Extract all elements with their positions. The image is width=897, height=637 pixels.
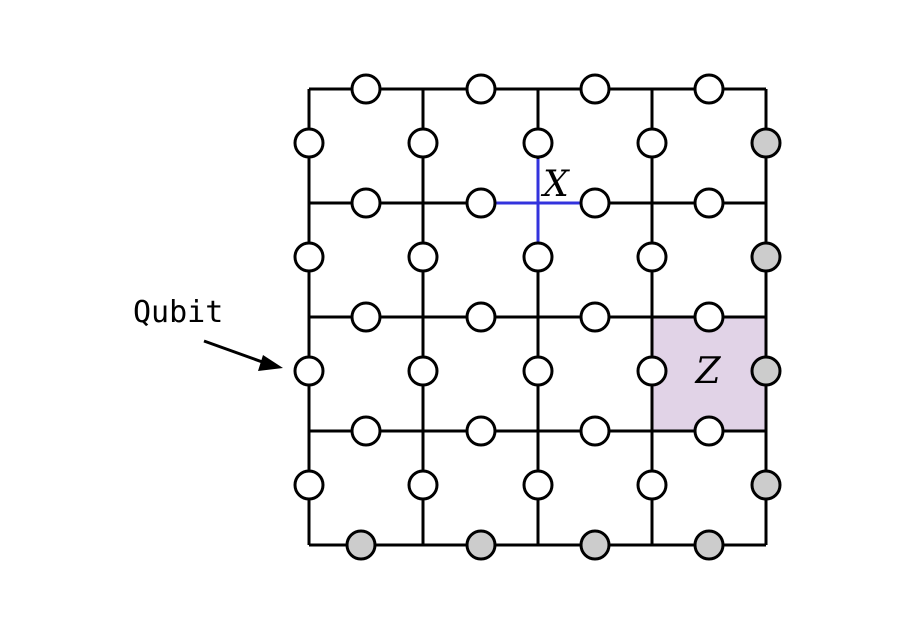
qubit: [465, 73, 497, 105]
qubit: [522, 469, 554, 501]
qubit-layer: [293, 73, 782, 561]
qubit: [407, 355, 439, 387]
qubit: [350, 301, 382, 333]
qubit: [293, 241, 325, 273]
qubit: [465, 301, 497, 333]
arrow-line: [203, 339, 269, 366]
qubit-label: Qubit: [133, 295, 224, 330]
arrow-head: [258, 355, 283, 371]
boundary-qubit: [693, 529, 725, 561]
qubit: [350, 187, 382, 219]
qubit: [293, 355, 325, 387]
qubit: [579, 301, 611, 333]
qubit: [407, 127, 439, 159]
qubit: [293, 127, 325, 159]
qubit: [636, 127, 668, 159]
boundary-qubit: [750, 241, 782, 273]
qubit: [407, 241, 439, 273]
qubit: [579, 415, 611, 447]
qubit: [693, 187, 725, 219]
qubit: [293, 469, 325, 501]
qubit: [693, 301, 725, 333]
x-operator-label: X: [540, 164, 570, 205]
qubit: [350, 73, 382, 105]
qubit: [407, 469, 439, 501]
boundary-qubit: [750, 355, 782, 387]
boundary-qubit: [465, 529, 497, 561]
qubit-arrow: [203, 339, 283, 371]
qubit: [636, 355, 668, 387]
boundary-qubit: [345, 529, 377, 561]
qubit: [465, 415, 497, 447]
lattice-grid: [307, 87, 768, 547]
qubit: [522, 127, 554, 159]
qubit: [693, 73, 725, 105]
qubit: [579, 187, 611, 219]
qubit: [522, 355, 554, 387]
boundary-qubit: [750, 469, 782, 501]
qubit: [522, 241, 554, 273]
qubit: [465, 187, 497, 219]
x-operator-star: [496, 159, 580, 243]
qubit: [636, 469, 668, 501]
qubit: [579, 73, 611, 105]
boundary-qubit: [750, 127, 782, 159]
qubit: [350, 415, 382, 447]
qubit: [636, 241, 668, 273]
qubit: [693, 415, 725, 447]
z-operator-label: Z: [694, 351, 721, 392]
boundary-qubit: [579, 529, 611, 561]
